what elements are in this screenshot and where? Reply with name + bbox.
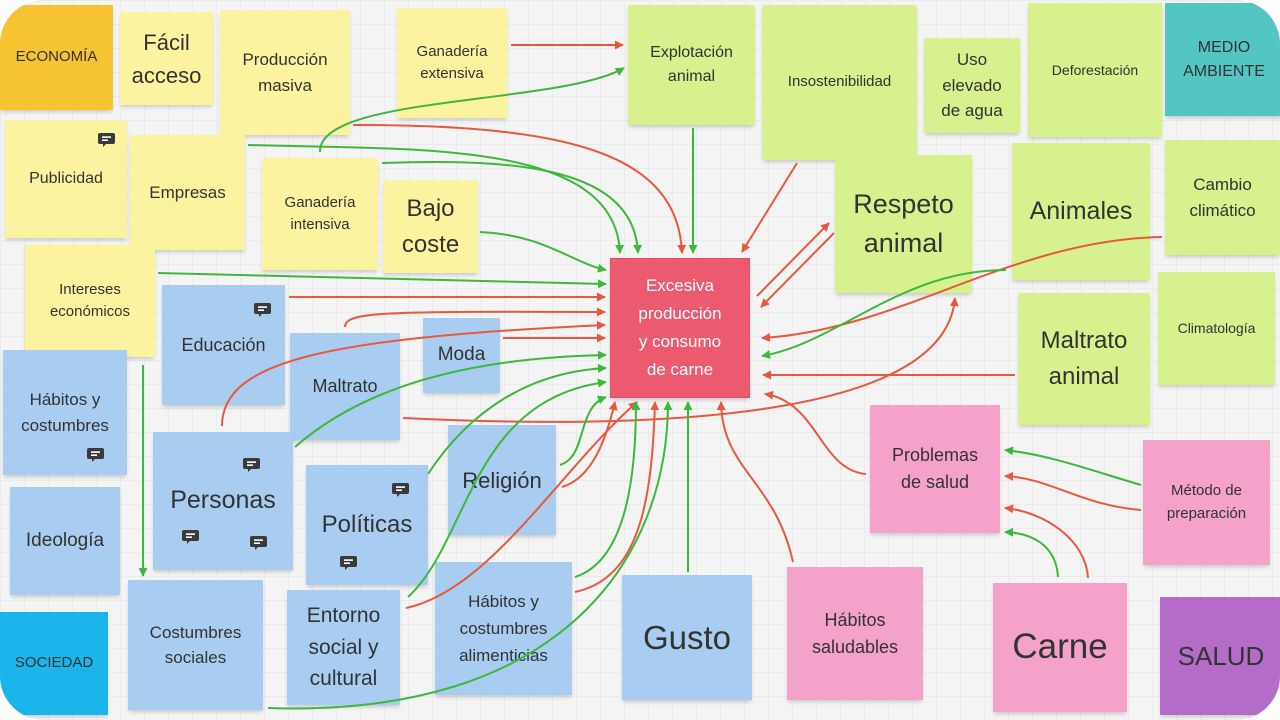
- note-label: Método de preparación: [1166, 482, 1247, 522]
- note-label: Ideología: [25, 529, 105, 551]
- arrow-carne-to-problemas-de-salud: [1004, 504, 1089, 579]
- note-explotacion-animal[interactable]: Explotación animal: [628, 5, 755, 125]
- category-salud[interactable]: SALUD: [1160, 597, 1280, 715]
- note-label: Educación: [181, 334, 266, 355]
- note-insostenibilidad[interactable]: Insostenibilidad: [762, 5, 917, 160]
- arrow-habitos-alimenticias-to-central-green: [574, 401, 641, 578]
- note-habitos-y-costumbres-alimenticias[interactable]: Hábitos y costumbres alimenticias: [435, 562, 572, 695]
- note-label: Hábitos saludables: [811, 609, 899, 657]
- arrow-carne-to-problemas-de-salud-green: [1004, 527, 1059, 578]
- note-label: Maltrato animal: [1040, 327, 1128, 390]
- note-label: Ganadería extensiva: [416, 42, 488, 83]
- note-label: Bajo coste: [401, 194, 460, 258]
- note-label: Ganadería intensiva: [284, 193, 356, 234]
- note-label: Problemas de salud: [891, 445, 979, 492]
- arrow-bajo-coste-to-central: [479, 231, 607, 273]
- arrow-respeto-animal-to-central: [760, 232, 835, 308]
- note-label: Costumbres sociales: [149, 622, 242, 668]
- note-label: Insostenibilidad: [787, 73, 892, 91]
- note-maltrato[interactable]: Maltrato: [290, 333, 400, 440]
- note-problemas-de-salud[interactable]: Problemas de salud: [870, 405, 1000, 533]
- category-sociedad[interactable]: SOCIEDAD: [0, 612, 108, 715]
- arrow-central-to-respeto-animal: [756, 222, 830, 297]
- note-politicas[interactable]: Políticas: [306, 465, 428, 585]
- note-habitos-y-costumbres[interactable]: Hábitos y costumbres: [3, 350, 127, 475]
- arrow-intereses-to-central: [157, 272, 607, 289]
- category-medio-ambiente[interactable]: MEDIO AMBIENTE: [1165, 3, 1280, 116]
- arrow-habitos-alimenticias-to-central: [574, 401, 660, 593]
- note-label: Respeto animal: [853, 188, 954, 258]
- arrow-metodo-to-problemas-de-salud: [1004, 471, 1142, 511]
- note-bajo-coste[interactable]: Bajo coste: [383, 180, 478, 273]
- arrow-religion-to-central: [561, 401, 618, 488]
- arrow-religion-to-central-green: [559, 395, 607, 466]
- note-ganaderia-extensiva[interactable]: Ganadería extensiva: [397, 8, 507, 118]
- note-facil-acceso[interactable]: Fácil acceso: [120, 12, 213, 105]
- note-label: SALUD: [1177, 640, 1265, 671]
- arrow-metodo-to-problemas-de-salud-green: [1004, 446, 1142, 486]
- note-label: MEDIO AMBIENTE: [1183, 38, 1265, 80]
- arrow-habitos-saludables-to-central: [716, 401, 794, 563]
- note-entorno-social-y-cultural[interactable]: Entorno social y cultural: [287, 590, 400, 705]
- note-central-excesiva-produccion[interactable]: Excesiva producción y consumo de carne: [610, 258, 750, 398]
- note-label: Carne: [1012, 627, 1108, 667]
- note-label: SOCIEDAD: [14, 654, 94, 672]
- note-label: Moda: [437, 344, 486, 366]
- note-uso-elevado-de-agua[interactable]: Uso elevado de agua: [924, 38, 1020, 133]
- note-costumbres-sociales[interactable]: Costumbres sociales: [128, 580, 263, 710]
- note-ideologia[interactable]: Ideología: [10, 487, 120, 595]
- note-label: Uso elevado de agua: [941, 50, 1003, 121]
- note-climatologia[interactable]: Climatología: [1158, 272, 1275, 385]
- comment-icon[interactable]: [182, 530, 199, 545]
- note-moda[interactable]: Moda: [423, 318, 500, 393]
- note-label: Excesiva producción y consumo de carne: [638, 275, 722, 380]
- comment-icon[interactable]: [243, 458, 260, 473]
- note-label: Publicidad: [29, 170, 103, 187]
- note-label: Cambio climático: [1189, 175, 1256, 220]
- note-label: Empresas: [149, 182, 226, 202]
- category-economia[interactable]: ECONOMÍA: [0, 5, 113, 110]
- note-metodo-de-preparacion[interactable]: Método de preparación: [1143, 440, 1270, 565]
- note-label: Climatología: [1177, 320, 1256, 336]
- note-label: Personas: [170, 486, 276, 515]
- arrow-problemas-de-salud-to-central: [764, 390, 867, 475]
- note-label: Maltrato: [312, 376, 378, 396]
- note-label: Intereses económicos: [49, 280, 131, 321]
- note-label: Fácil acceso: [131, 29, 202, 88]
- note-gusto[interactable]: Gusto: [622, 575, 752, 700]
- note-maltrato-animal[interactable]: Maltrato animal: [1018, 293, 1150, 425]
- note-produccion-masiva[interactable]: Producción masiva: [220, 10, 350, 135]
- note-empresas[interactable]: Empresas: [130, 135, 245, 250]
- note-habitos-saludables[interactable]: Hábitos saludables: [787, 567, 923, 700]
- note-label: Hábitos y costumbres alimenticias: [459, 591, 548, 666]
- comment-icon[interactable]: [340, 556, 357, 571]
- note-label: Políticas: [321, 511, 413, 538]
- note-label: Animales: [1029, 196, 1133, 225]
- comment-icon[interactable]: [392, 483, 409, 498]
- note-label: Hábitos y costumbres: [21, 390, 109, 435]
- note-label: Religión: [462, 467, 542, 493]
- comment-icon[interactable]: [254, 303, 271, 318]
- note-carne[interactable]: Carne: [993, 583, 1127, 712]
- note-ganaderia-intensiva[interactable]: Ganadería intensiva: [262, 158, 378, 270]
- note-respeto-animal[interactable]: Respeto animal: [835, 155, 972, 293]
- note-label: Gusto: [642, 618, 732, 656]
- note-animales[interactable]: Animales: [1012, 143, 1150, 280]
- note-label: Deforestación: [1051, 61, 1139, 78]
- comment-icon[interactable]: [250, 536, 267, 551]
- comment-icon[interactable]: [98, 133, 115, 148]
- note-cambio-climatico[interactable]: Cambio climático: [1165, 140, 1280, 255]
- note-religion[interactable]: Religión: [448, 425, 556, 535]
- comment-icon[interactable]: [87, 448, 104, 463]
- note-label: Producción masiva: [242, 50, 328, 95]
- note-label: Explotación animal: [650, 44, 733, 85]
- note-personas[interactable]: Personas: [153, 432, 293, 570]
- note-intereses-economicos[interactable]: Intereses económicos: [25, 245, 155, 357]
- arrow-insostenibilidad-to-central: [741, 162, 798, 253]
- note-label: ECONOMÍA: [15, 48, 98, 66]
- note-deforestacion[interactable]: Deforestación: [1028, 3, 1162, 137]
- note-label: Entorno social y cultural: [306, 604, 381, 691]
